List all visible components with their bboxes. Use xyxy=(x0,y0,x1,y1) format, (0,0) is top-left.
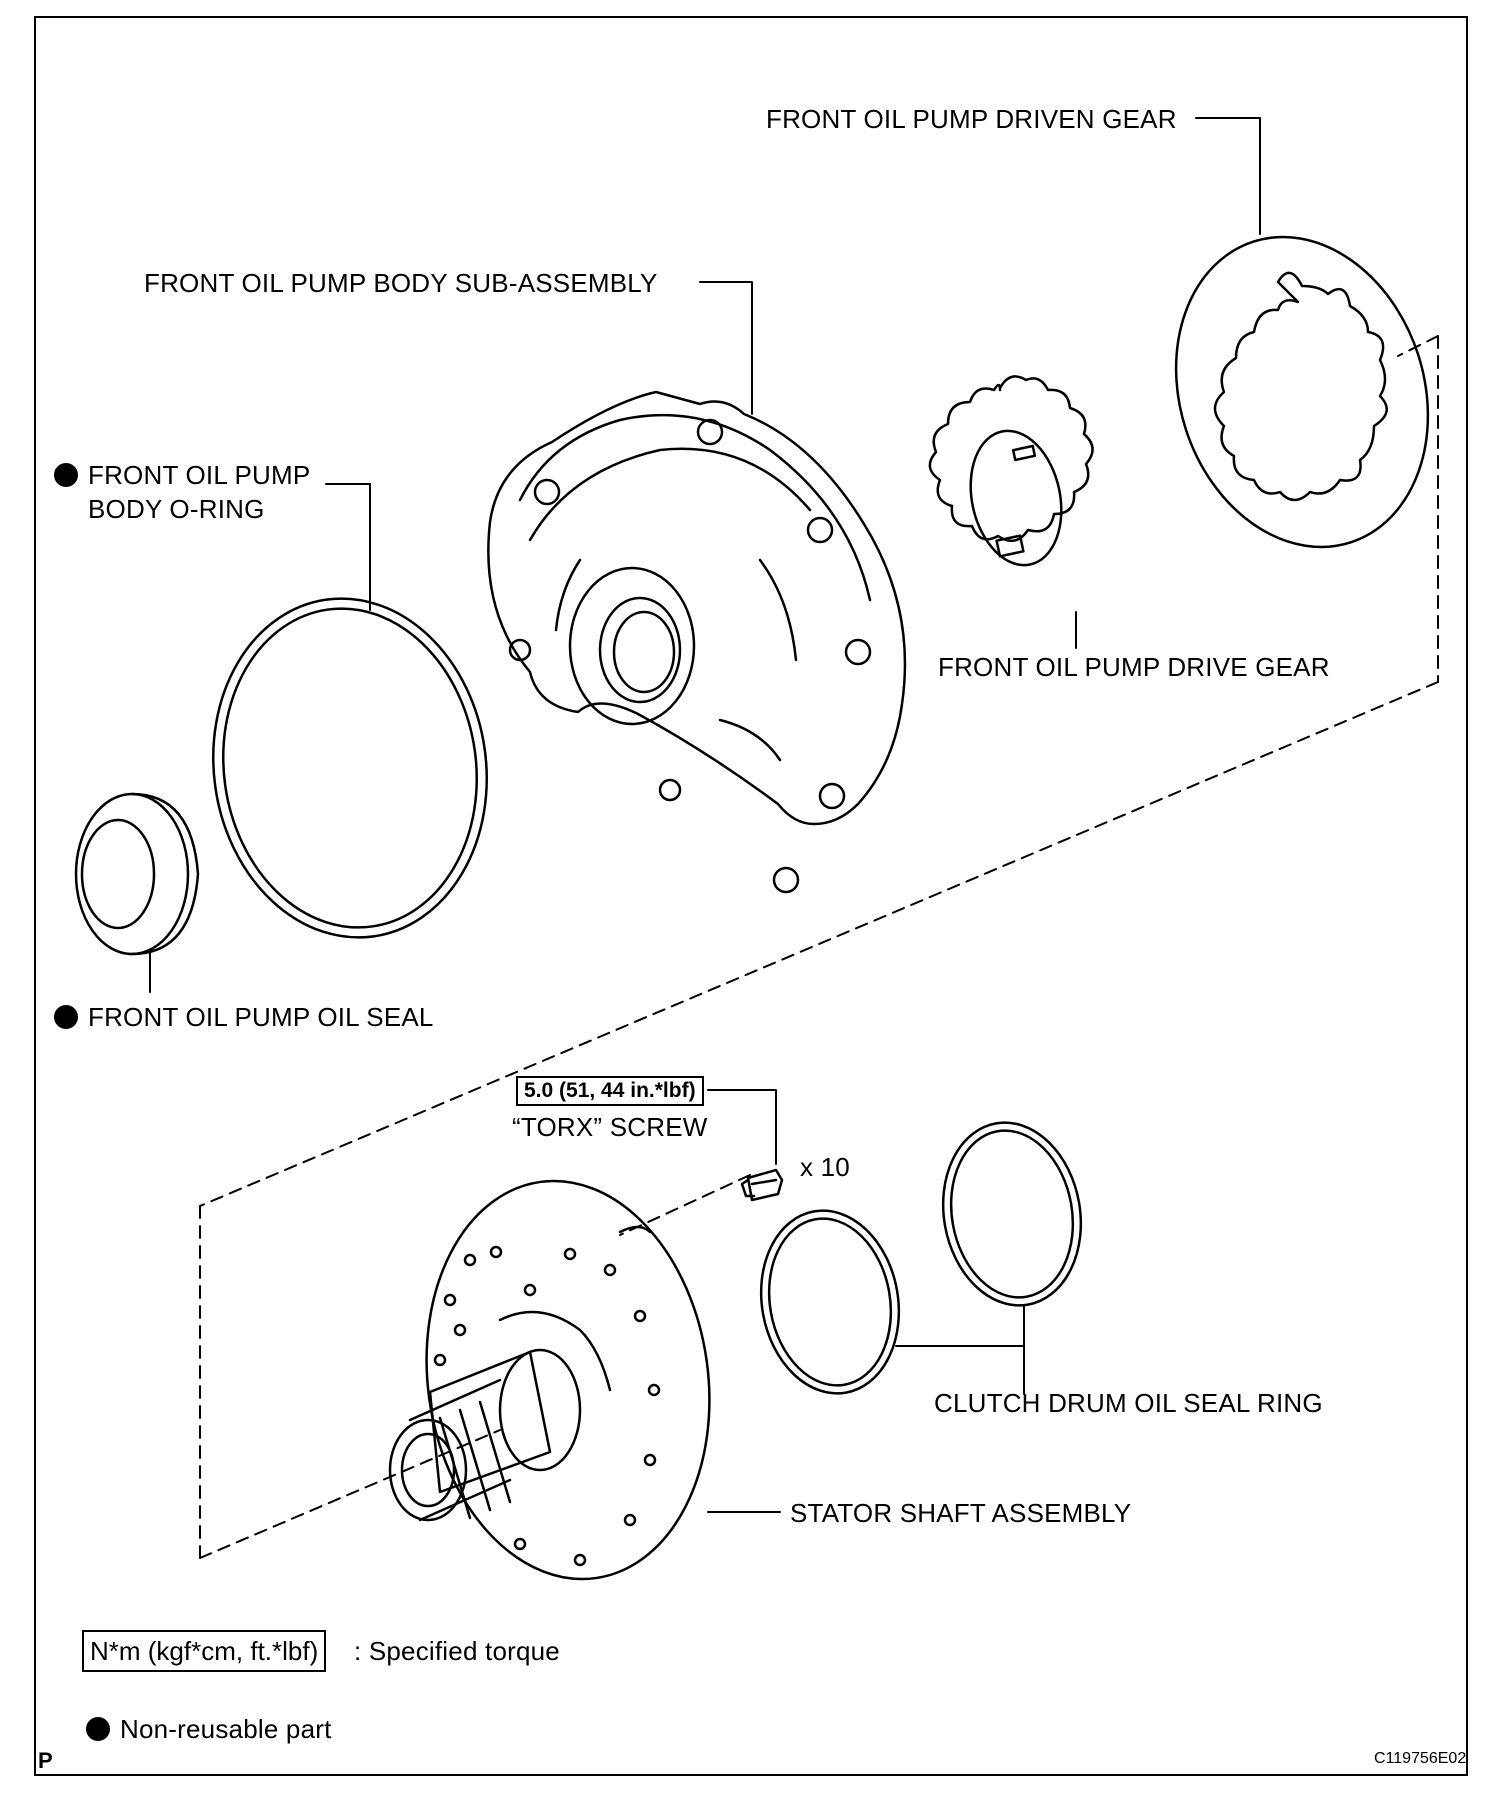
torx-screw-drawing xyxy=(740,1168,784,1202)
oil-seal-drawing xyxy=(74,792,200,956)
o-ring-drawing xyxy=(212,597,488,939)
label-oil-seal-text: FRONT OIL PUMP OIL SEAL xyxy=(88,1002,434,1032)
page-mark: P xyxy=(38,1748,53,1773)
figure-frame xyxy=(34,16,1468,1776)
label-o-ring: FRONT OIL PUMP xyxy=(54,458,310,492)
driven-gear-drawing xyxy=(1174,235,1430,549)
label-oil-seal: FRONT OIL PUMP OIL SEAL xyxy=(54,1000,434,1034)
label-o-ring-line1: FRONT OIL PUMP xyxy=(88,460,311,490)
pump-body-drawing xyxy=(487,390,907,894)
label-drive-gear: FRONT OIL PUMP DRIVE GEAR xyxy=(938,652,1330,682)
label-stator-shaft: STATOR SHAFT ASSEMBLY xyxy=(790,1498,1132,1528)
nonreusable-marker xyxy=(86,1717,110,1741)
stator-shaft-drawing xyxy=(388,1179,711,1581)
drive-gear-drawing xyxy=(928,375,1094,567)
alignment-dashed-line xyxy=(199,335,1439,1559)
label-torx-screw: “TORX” SCREW xyxy=(512,1112,708,1142)
label-driven-gear: FRONT OIL PUMP DRIVEN GEAR xyxy=(766,104,1177,134)
nonreusable-marker xyxy=(54,1005,78,1029)
clutch-ring-drawing xyxy=(759,1121,1083,1395)
leader-lines xyxy=(149,117,1261,1513)
legend-nonreusable-text: Non-reusable part xyxy=(120,1714,332,1744)
legend-nonreusable: Non-reusable part xyxy=(86,1712,332,1746)
label-quantity: x 10 xyxy=(800,1152,850,1182)
legend-torque-desc: : Specified torque xyxy=(354,1636,560,1666)
label-body-sub-assembly: FRONT OIL PUMP BODY SUB-ASSEMBLY xyxy=(144,268,658,298)
torque-spec-box: 5.0 (51, 44 in.*lbf) xyxy=(516,1076,704,1106)
nonreusable-marker xyxy=(54,463,78,487)
figure-code: C119756E02 xyxy=(1374,1750,1467,1767)
label-o-ring-line2: BODY O-RING xyxy=(88,494,265,524)
legend-torque-box: N*m (kgf*cm, ft.*lbf) xyxy=(82,1630,327,1672)
label-clutch-ring: CLUTCH DRUM OIL SEAL RING xyxy=(934,1388,1323,1418)
